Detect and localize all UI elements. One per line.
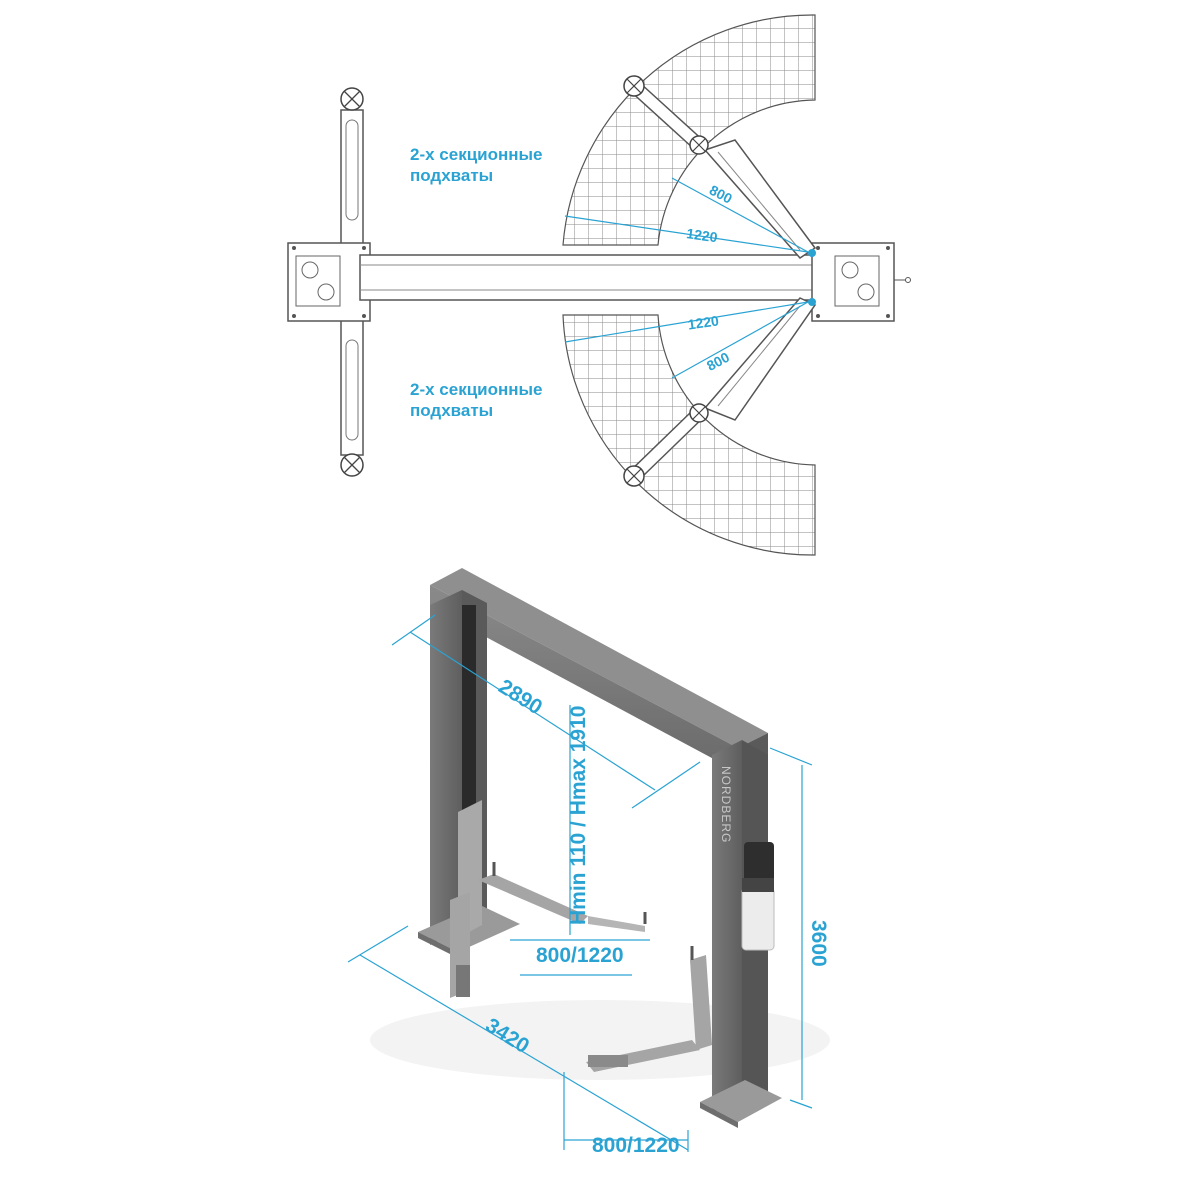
pivot-icon-upper [808, 249, 816, 257]
top-dimension-lines [564, 177, 809, 379]
lower-arm-assembly [623, 297, 817, 487]
note-lower-line1: 2-х секционные [410, 380, 543, 399]
brand-label: NORDBERG [719, 766, 733, 843]
iso-dimension-lines [347, 614, 813, 1152]
dim-width-inner: 2890 [494, 675, 546, 719]
upper-arm-assembly [623, 75, 817, 259]
dim-arm-short-upper: 800 [707, 182, 735, 207]
dim-arm-long-lower: 1220 [687, 312, 720, 332]
dim-arm-upper: 800/1220 [536, 944, 624, 967]
dim-total-height: 3600 [807, 920, 830, 967]
right-arms [586, 946, 712, 1072]
note-upper-line2: подхваты [410, 166, 493, 185]
left-base-plate [287, 242, 371, 322]
note-lower-line2: подхваты [410, 401, 493, 420]
right-post [700, 740, 782, 1128]
main-beam [359, 254, 816, 301]
oil-tank [741, 887, 775, 951]
dim-arm-short-lower: 800 [704, 349, 732, 374]
top-view: 2-х секционные подхваты 2-х секционные п… [287, 14, 911, 556]
note-upper-line1: 2-х секционные [410, 145, 543, 164]
pivot-icon-lower [808, 298, 816, 306]
arm-swing-area-lower [562, 314, 816, 556]
right-base-plate [811, 242, 911, 322]
motor-unit [744, 842, 774, 888]
iso-view: NORDBERG [347, 568, 830, 1157]
dim-arm-long-upper: 1220 [685, 225, 718, 245]
dim-height-range: Hmin 110 / Hmax 1910 [567, 706, 590, 925]
left-arms [450, 862, 647, 998]
dim-arm-lower: 800/1220 [592, 1134, 680, 1157]
